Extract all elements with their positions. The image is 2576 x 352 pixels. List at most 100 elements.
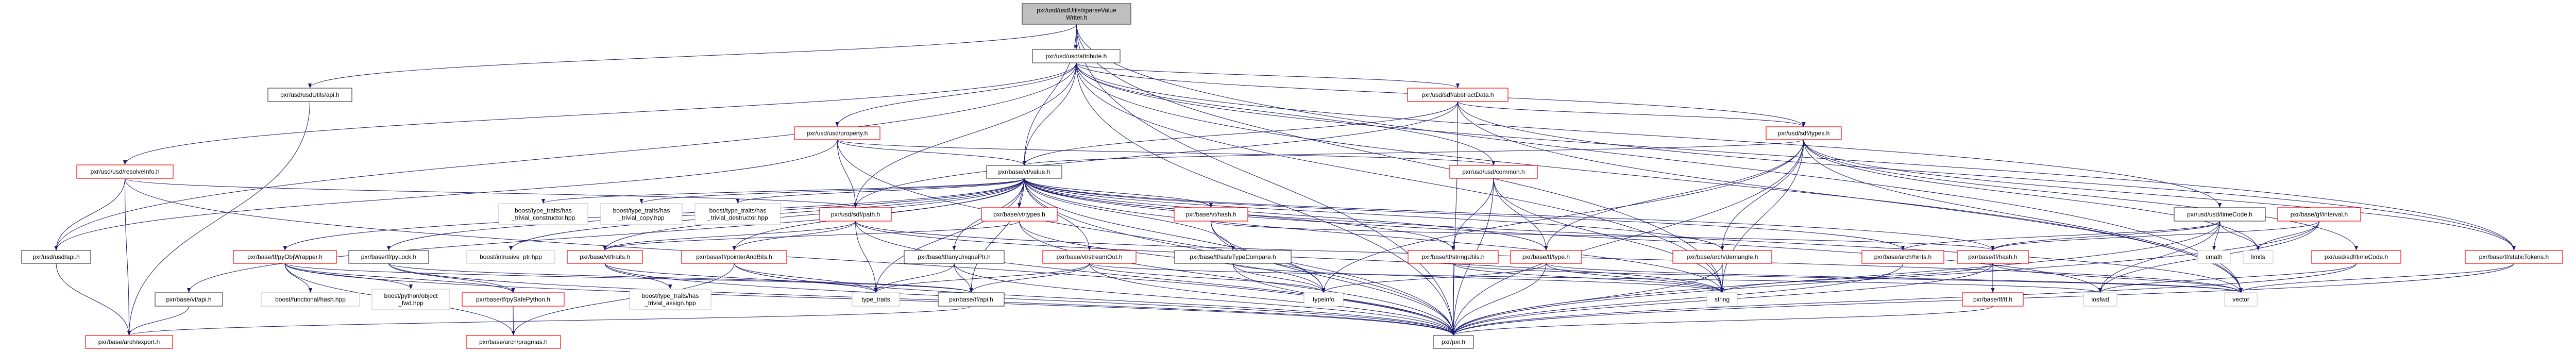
file-node-abstractData[interactable]: pxr/usd/sdf/abstractData.h — [1407, 88, 1509, 102]
edge-pointerAndBits-to-pragmas — [511, 263, 735, 336]
file-node-safeTypeCompare[interactable]: pxr/base/tf/safeTypeCompare.h — [1174, 250, 1292, 264]
node-label: pxr/base/tf/tf.h — [1973, 296, 2012, 303]
file-node-sdfPath[interactable]: pxr/usd/sdf/path.h — [819, 207, 892, 222]
file-node-staticTokens[interactable]: pxr/base/tf/staticTokens.h — [2465, 250, 2563, 264]
node-box — [1408, 250, 1499, 264]
file-node-hints[interactable]: pxr/base/arch/hints.h — [1861, 250, 1944, 264]
node-label: pxr/base/vt/value.h — [998, 169, 1050, 176]
node-label: string — [1715, 296, 1730, 303]
node-box — [371, 289, 450, 310]
node-label: pxr/usd/usd/timeCode.h — [2187, 211, 2252, 218]
edge-root-to-vtValue — [1022, 24, 1077, 166]
node-box — [76, 164, 174, 179]
file-node-vtValue[interactable]: pxr/base/vt/value.h — [986, 165, 1062, 179]
file-node-vtHash[interactable]: pxr/base/vt/hash.h — [1174, 207, 1248, 222]
node-label: pxr/base/tf/pointerAndBits.h — [696, 254, 772, 261]
file-node-timeCode[interactable]: pxr/usd/usd/timeCode.h — [2174, 207, 2266, 222]
edge-attribute-to-sdfPath — [853, 62, 1077, 208]
node-box — [466, 335, 561, 349]
edge-pySafePython-to-pragmas — [511, 306, 516, 336]
node-label: pxr/base/vt/traits.h — [580, 254, 630, 261]
edge-safeTypeCompare-to-string — [1232, 263, 1724, 293]
edge-safeTypeCompare-to-typeinfo — [1232, 263, 1326, 293]
node-label: boost/python/object — [384, 292, 438, 299]
node-box — [1957, 250, 2029, 264]
edge-tfTf-to-pxr — [1451, 306, 1993, 336]
file-node-tfApi[interactable]: pxr/base/tf/api.h — [938, 292, 1005, 307]
node-label: pxr/base/vt/types.h — [993, 211, 1045, 218]
node-label: pxr/base/arch/pragmas.h — [479, 339, 548, 346]
file-node-tfHash[interactable]: pxr/base/tf/hash.h — [1957, 250, 2029, 264]
node-label: pxr/base/arch/hints.h — [1874, 254, 1931, 261]
edge-resolveInfo-to-sdfPath — [125, 178, 857, 208]
file-node-archExport[interactable]: pxr/base/arch/export.h — [85, 335, 173, 349]
file-node-pyObjWrapper[interactable]: pxr/base/tf/pyObjWrapper.h — [233, 250, 337, 264]
file-node-streamOut[interactable]: pxr/base/vt/streamOut.h — [1042, 250, 1137, 264]
node-box — [1303, 292, 1344, 307]
file-node-vtTypes[interactable]: pxr/base/vt/types.h — [981, 207, 1058, 222]
file-node-pragmas[interactable]: pxr/base/arch/pragmas.h — [466, 335, 561, 349]
file-node-pyLock[interactable]: pxr/base/tf/pyLock.h — [348, 250, 429, 264]
file-node-pySafePython[interactable]: pxr/base/tf/pySafePython.h — [462, 292, 565, 307]
edge-timeCode-to-hints — [1901, 221, 2220, 251]
edge-vtValue-to-tfApi — [969, 178, 1025, 293]
edge-sdfTypes-to-limits — [1803, 139, 2260, 251]
file-node-vtTraits[interactable]: pxr/base/vt/traits.h — [567, 250, 643, 264]
edge-vtValue-to-vtApi — [187, 178, 1025, 293]
edge-tfType-to-pxr — [1451, 263, 1547, 336]
file-node-tfType[interactable]: pxr/base/tf/type.h — [1510, 250, 1582, 264]
edge-demangle-to-string — [1720, 263, 1724, 293]
file-node-property[interactable]: pxr/usd/usd/property.h — [794, 126, 880, 140]
node-box — [2311, 250, 2401, 264]
node-label: pxr/usd/sdf/types.h — [1778, 130, 1830, 137]
node-label: pxr/base/tf/safeTypeCompare.h — [1190, 254, 1276, 261]
file-node-cmath: cmath — [2197, 250, 2231, 264]
node-label: pxr/base/tf/pyLock.h — [361, 254, 416, 261]
node-box — [681, 250, 787, 264]
file-node-interval[interactable]: pxr/base/gf/interval.h — [2277, 207, 2361, 222]
file-node-tfTf[interactable]: pxr/base/tf/tf.h — [1962, 292, 2024, 307]
node-box — [2083, 292, 2117, 307]
file-node-attribute[interactable]: pxr/usd/usd/attribute.h — [1032, 49, 1121, 63]
edge-property-to-common — [837, 139, 1496, 166]
edge-tfHash-to-string — [1720, 263, 1993, 293]
edge-vtValue-to-hints — [1024, 178, 1905, 251]
file-node-stringUtils[interactable]: pxr/base/tf/stringUtils.h — [1408, 250, 1499, 264]
edge-staticTokens-to-vector — [2239, 263, 2514, 293]
edge-sdfTypes-to-vtValue — [1022, 139, 1804, 166]
edge-sdfPath-to-vtTraits — [603, 221, 856, 251]
node-label: boost/type_traits/has — [613, 207, 670, 214]
edge-sdfTypes-to-pxr — [1451, 139, 1804, 336]
node-label: pxr/base/arch/export.h — [98, 339, 160, 346]
node-label: pxr/usd/usd/resolveInfo.h — [90, 168, 159, 175]
node-box — [498, 203, 588, 225]
node-label: pxr/base/tf/anyUniquePtr.h — [918, 254, 990, 261]
file-node-usdUtilsApi[interactable]: pxr/usd/usdUtils/api.h — [267, 88, 352, 102]
node-box — [1174, 207, 1248, 222]
file-node-pointerAndBits[interactable]: pxr/base/tf/pointerAndBits.h — [681, 250, 787, 264]
file-node-common[interactable]: pxr/usd/usd/common.h — [1449, 165, 1538, 179]
file-node-anyUniquePtr[interactable]: pxr/base/tf/anyUniquePtr.h — [904, 250, 1005, 264]
file-node-sdfTimeCode[interactable]: pxr/usd/sdf/timeCode.h — [2311, 250, 2401, 264]
edge-root-to-pxr — [1076, 24, 1455, 336]
node-label: boost/functional/hash.hpp — [275, 296, 346, 303]
file-node-sdfTypes[interactable]: pxr/usd/sdf/types.h — [1766, 126, 1842, 140]
edge-abstractData-to-sdfTypes — [1458, 101, 1806, 127]
file-node-resolveInfo[interactable]: pxr/usd/usd/resolveInfo.h — [76, 164, 174, 179]
node-box — [21, 250, 91, 264]
file-node-intrusivePtr: boost/intrusive_ptr.hpp — [466, 250, 555, 264]
file-node-demangle[interactable]: pxr/base/arch/demangle.h — [1672, 250, 1772, 264]
node-box — [986, 165, 1062, 179]
edge-interval-to-limits — [2256, 221, 2319, 251]
node-label: _fwd.hpp — [398, 299, 423, 307]
file-node-usdApi[interactable]: pxr/usd/usd/api.h — [21, 250, 91, 264]
node-label: pxr/base/vt/streamOut.h — [1056, 254, 1122, 261]
file-node-vtApi[interactable]: pxr/base/vt/api.h — [155, 292, 223, 307]
edge-sdfTypes-to-string — [1720, 139, 1804, 293]
file-node-pxr[interactable]: pxr/pxr.h — [1433, 335, 1474, 349]
edge-vtValue-to-htCtor — [541, 178, 1025, 204]
edge-timeCode-to-iosfwd — [2098, 221, 2220, 293]
file-node-typeTraits: type_traits — [852, 292, 900, 307]
